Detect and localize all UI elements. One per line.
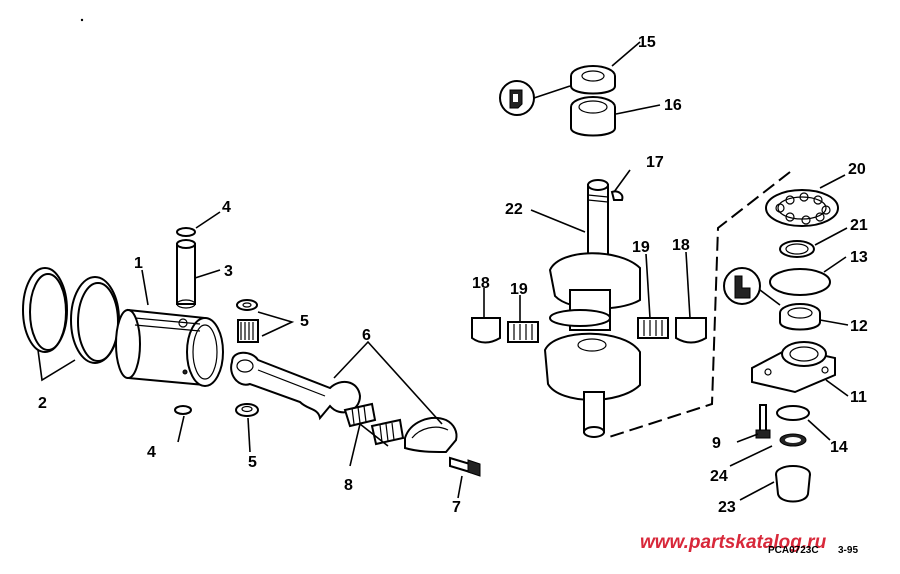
main-bearing-cages-right bbox=[637, 317, 707, 344]
pin-clip-upper bbox=[176, 227, 196, 237]
crankshaft bbox=[543, 179, 641, 438]
callout-9: 9 bbox=[712, 435, 721, 452]
callout-labels: 1 2 3 4 4 5 5 6 7 8 9 11 12 13 14 15 16 … bbox=[38, 34, 868, 516]
upper-bearing bbox=[570, 96, 616, 137]
callout-21: 21 bbox=[850, 217, 868, 234]
wrist-pin-bearing bbox=[235, 299, 259, 417]
leader-lines bbox=[37, 41, 849, 501]
watermark: www.partskatalog.ru bbox=[640, 532, 827, 553]
drawing-code: PCA0723C bbox=[768, 545, 819, 556]
lower-seal-ring-hole bbox=[785, 437, 801, 443]
callout-7: 7 bbox=[452, 499, 461, 516]
o-ring-lower bbox=[776, 405, 810, 421]
callout-24: 24 bbox=[710, 468, 728, 485]
woodruff-key bbox=[610, 190, 624, 201]
callout-4-lower: 4 bbox=[147, 444, 156, 461]
callout-11: 11 bbox=[850, 389, 867, 406]
sealant-symbol-lower bbox=[723, 267, 761, 305]
piston-rings bbox=[22, 267, 120, 364]
callout-8: 8 bbox=[344, 477, 353, 494]
callout-14: 14 bbox=[830, 439, 848, 456]
assembly-dashed-line bbox=[605, 171, 791, 439]
retaining-ring bbox=[779, 240, 815, 258]
main-bearing-cages-left bbox=[471, 317, 539, 344]
drain-cap bbox=[775, 465, 811, 503]
callout-22: 22 bbox=[505, 201, 523, 218]
callout-3: 3 bbox=[224, 263, 233, 280]
upper-oil-seal bbox=[570, 65, 616, 95]
callout-18-right: 18 bbox=[672, 237, 690, 254]
drawing-date: 3-95 bbox=[838, 545, 859, 556]
callout-4-upper: 4 bbox=[222, 199, 231, 216]
scan-speck bbox=[80, 18, 84, 22]
callout-19-right: 19 bbox=[632, 239, 650, 256]
callout-1: 1 bbox=[134, 255, 143, 272]
housing-bolt bbox=[755, 404, 771, 439]
sealant-symbol-upper bbox=[499, 80, 535, 116]
callout-5-lower: 5 bbox=[248, 454, 257, 471]
callout-5-upper: 5 bbox=[300, 313, 309, 330]
rod-bolt bbox=[449, 456, 481, 477]
piston bbox=[115, 308, 224, 387]
rod-bearing-cages bbox=[343, 402, 405, 446]
callout-18-left: 18 bbox=[472, 275, 490, 292]
o-ring-upper bbox=[769, 268, 831, 296]
callout-2: 2 bbox=[38, 395, 47, 412]
callout-16: 16 bbox=[664, 97, 682, 114]
piston-pin bbox=[176, 239, 196, 309]
callout-17: 17 bbox=[646, 154, 664, 171]
callout-12: 12 bbox=[850, 318, 868, 335]
callout-13: 13 bbox=[850, 249, 868, 266]
callout-15: 15 bbox=[638, 34, 656, 51]
pin-clip-lower bbox=[174, 405, 192, 415]
lower-oil-seal bbox=[779, 303, 821, 331]
callout-20: 20 bbox=[848, 161, 866, 178]
ball-bearing bbox=[765, 189, 839, 227]
callout-19-left: 19 bbox=[510, 281, 528, 298]
callout-23: 23 bbox=[718, 499, 736, 516]
lower-bearing-housing bbox=[751, 341, 836, 394]
callout-6: 6 bbox=[362, 327, 371, 344]
